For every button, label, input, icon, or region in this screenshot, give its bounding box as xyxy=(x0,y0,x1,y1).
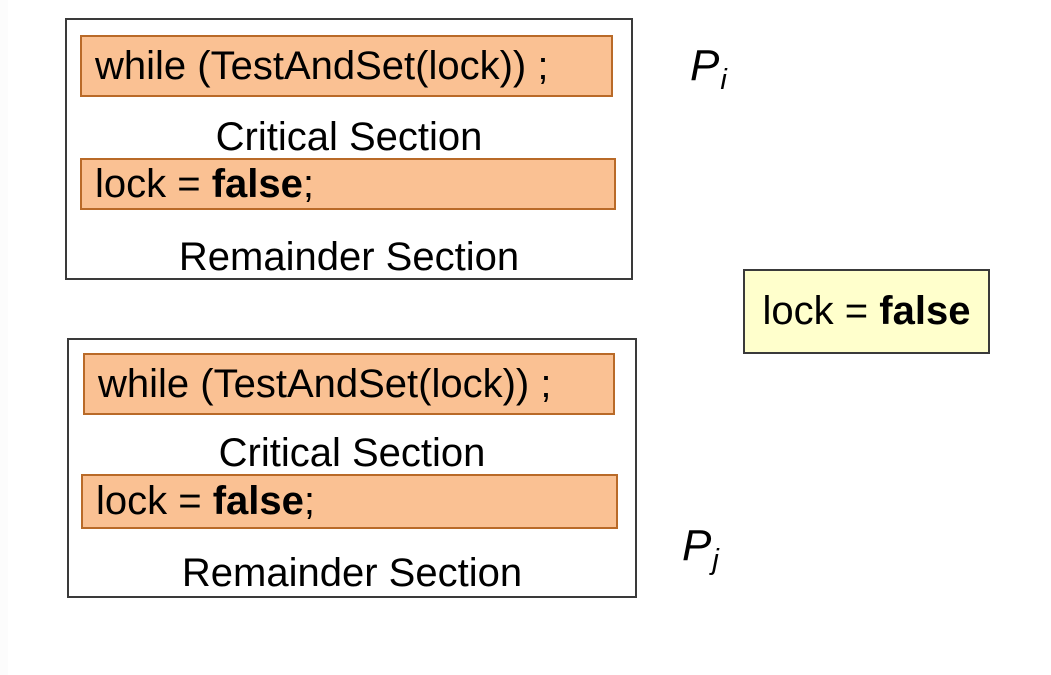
while-statement-pi-text: while (TestAndSet(lock)) ; xyxy=(95,43,549,88)
process-label-pj-subscript: j xyxy=(712,544,719,576)
shared-lock-value-box: lock = false xyxy=(743,269,990,354)
lock-assignment-pi-prefix: lock = xyxy=(95,161,212,206)
lock-assignment-pi: lock = false; xyxy=(80,158,616,210)
lock-assignment-pj-suffix: ; xyxy=(303,479,316,523)
process-label-pi: Pi xyxy=(690,44,727,95)
lock-assignment-pj-prefix: lock = xyxy=(96,479,213,523)
while-statement-pj-text: while (TestAndSet(lock)) ; xyxy=(98,361,552,406)
lock-assignment-pj-keyword: false xyxy=(212,479,304,523)
process-label-pj: Pj xyxy=(682,524,719,575)
while-statement-pj: while (TestAndSet(lock)) ; xyxy=(83,353,615,415)
shared-lock-keyword: false xyxy=(879,289,971,333)
while-statement-pi: while (TestAndSet(lock)) ; xyxy=(80,35,613,97)
lock-assignment-pi-keyword: false xyxy=(211,161,303,206)
process-label-pj-letter: P xyxy=(682,521,712,570)
critical-section-label-pi: Critical Section xyxy=(215,115,483,159)
shared-lock-prefix: lock = xyxy=(762,289,880,333)
page-edge-strip xyxy=(0,0,8,675)
lock-assignment-pi-suffix: ; xyxy=(302,161,315,206)
critical-section-label-pj: Critical Section xyxy=(218,431,486,475)
remainder-section-label-pj: Remainder Section xyxy=(181,551,523,595)
lock-assignment-pj: lock = false; xyxy=(81,474,618,529)
process-label-pi-letter: P xyxy=(690,41,720,90)
process-label-pi-subscript: i xyxy=(720,64,727,96)
process-box-pj: while (TestAndSet(lock)) ; Critical Sect… xyxy=(67,338,637,598)
process-box-pi: while (TestAndSet(lock)) ; Critical Sect… xyxy=(65,18,633,280)
remainder-section-label-pi: Remainder Section xyxy=(178,235,520,279)
